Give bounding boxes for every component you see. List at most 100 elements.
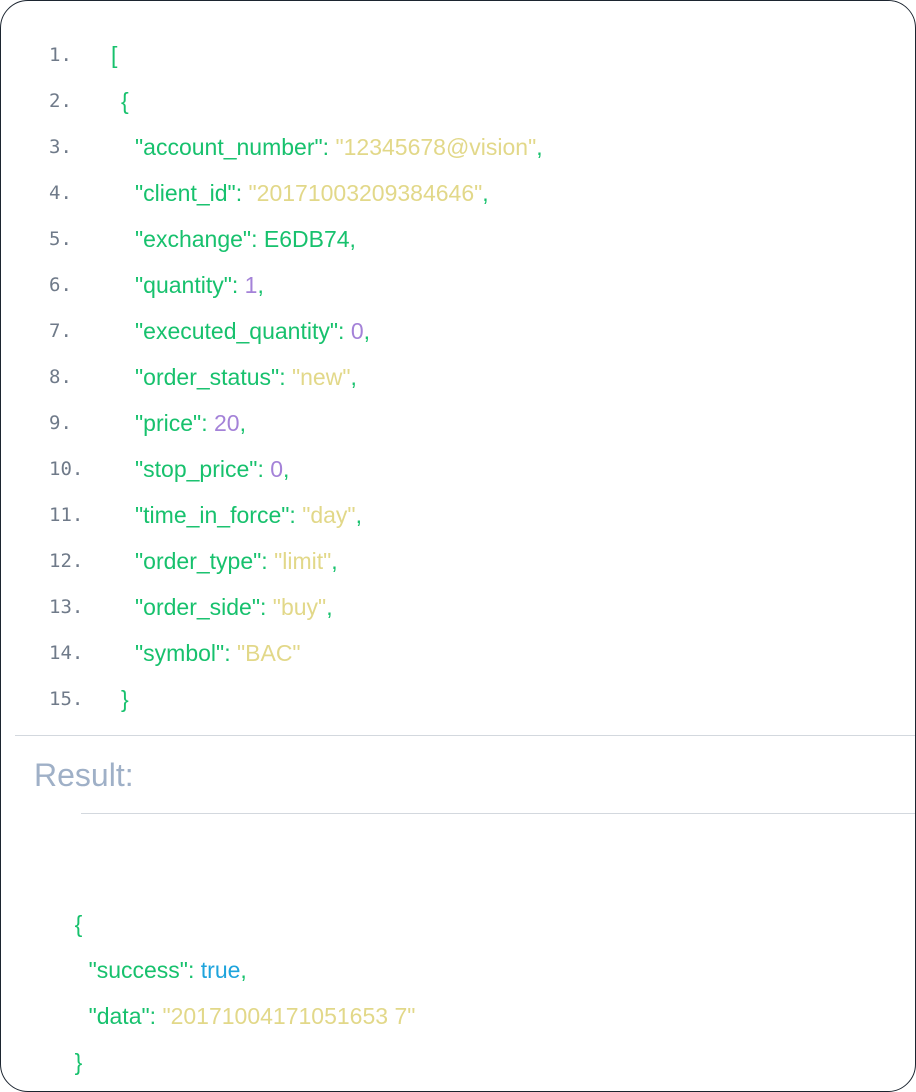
json-trail: ,	[257, 272, 264, 298]
json-sep: :	[261, 548, 275, 574]
json-pair: "client_id": "20171003209384646",	[135, 170, 489, 216]
json-value: "limit"	[274, 548, 332, 574]
json-sep: :	[201, 410, 214, 436]
json-pair: "symbol": "BAC"	[135, 630, 301, 676]
code-line: 4. "client_id": "20171003209384646",	[1, 170, 915, 216]
code-line: 1.[	[1, 32, 915, 78]
json-key: "success"	[88, 957, 188, 983]
json-trail: ,	[283, 456, 290, 482]
json-pair: "time_in_force": "day",	[135, 492, 362, 538]
json-sep: :	[187, 957, 201, 983]
json-sep: :	[279, 364, 292, 390]
line-number: 16.	[49, 722, 109, 735]
line-number: 10.	[49, 458, 84, 480]
result-line-open: {	[49, 855, 83, 937]
line-number: 12.	[49, 550, 84, 572]
json-pair: "stop_price": 0,	[135, 446, 289, 492]
line-number: 9.	[49, 412, 72, 434]
json-sep: :	[322, 134, 336, 160]
code-line: 11. "time_in_force": "day",	[1, 492, 915, 538]
json-key: "client_id"	[135, 180, 236, 206]
code-line: 2. {	[1, 78, 915, 124]
line-number: 11.	[49, 504, 84, 526]
line-number: 2.	[49, 90, 72, 112]
json-trail: ,	[331, 548, 338, 574]
json-key: "order_type"	[135, 548, 262, 574]
line-number: 8.	[49, 366, 72, 388]
json-sep: :	[289, 502, 303, 528]
line-number: 4.	[49, 182, 72, 204]
json-value: "BAC"	[236, 640, 301, 666]
json-sep: :	[251, 226, 264, 252]
json-key: "symbol"	[135, 640, 225, 666]
line-number: 13.	[49, 596, 84, 618]
json-sep: :	[231, 272, 245, 298]
json-key: "time_in_force"	[135, 502, 290, 528]
code-line: 10. "stop_price": 0,	[1, 446, 915, 492]
bracket: ]	[111, 722, 117, 735]
code-line: 9. "price": 20,	[1, 400, 915, 446]
line-number: 14.	[49, 642, 84, 664]
json-value: "20171004171051653 7"	[162, 1003, 416, 1029]
json-key: "account_number"	[135, 134, 323, 160]
json-trail: ,	[355, 502, 362, 528]
result-line-success: "success": true,	[63, 901, 247, 983]
json-key: "exchange"	[135, 226, 252, 252]
json-pair: "order_type": "limit",	[135, 538, 338, 584]
result-line-close: }	[49, 993, 83, 1075]
code-line: 16.]	[1, 722, 915, 735]
code-line: 6. "quantity": 1,	[1, 262, 915, 308]
bracket: {	[121, 88, 129, 114]
brace: }	[74, 1049, 83, 1075]
json-value: "20171003209384646"	[248, 180, 483, 206]
json-trail: ,	[349, 226, 356, 252]
json-pair: "exchange": E6DB74,	[135, 216, 356, 262]
json-value: true	[200, 957, 241, 983]
json-key: "order_status"	[135, 364, 280, 390]
json-key: "quantity"	[135, 272, 232, 298]
code-line: 13. "order_side": "buy",	[1, 584, 915, 630]
json-value: "12345678@vision"	[335, 134, 537, 160]
line-number: 6.	[49, 274, 72, 296]
json-trail: ,	[536, 134, 543, 160]
result-title: Result:	[34, 757, 134, 793]
json-trail: ,	[326, 594, 333, 620]
bracket: [	[111, 42, 118, 68]
line-number: 3.	[49, 136, 72, 158]
json-value: 20	[213, 410, 240, 436]
json-trail: ,	[482, 180, 489, 206]
json-sep: :	[224, 640, 237, 666]
json-trail: ,	[363, 318, 370, 344]
json-value: 0	[270, 456, 284, 482]
code-line: 12. "order_type": "limit",	[1, 538, 915, 584]
request-code-block: 1.[ 2. {3. "account_number": "12345678@visi…	[1, 1, 915, 735]
json-value: "new"	[291, 364, 351, 390]
json-sep: :	[149, 1003, 163, 1029]
json-value: E6DB74	[263, 226, 350, 252]
json-key: "price"	[135, 410, 202, 436]
line-number: 5.	[49, 228, 72, 250]
code-line: 8."order_status": "new",	[1, 354, 915, 400]
json-sep: :	[260, 594, 273, 620]
json-trail: ,	[240, 957, 247, 983]
brace: {	[74, 911, 83, 937]
bracket: }	[121, 686, 129, 712]
code-line: 15.}	[1, 676, 915, 722]
json-value: "buy"	[272, 594, 327, 620]
json-value: "day"	[302, 502, 356, 528]
code-line: 14. "symbol": "BAC"	[1, 630, 915, 676]
json-pair: "executed_quantity": 0,	[135, 308, 370, 354]
json-sep: :	[235, 180, 249, 206]
json-pair: "quantity": 1,	[135, 262, 264, 308]
divider	[15, 735, 915, 736]
json-key: "order_side"	[135, 594, 261, 620]
json-trail: ,	[239, 410, 246, 436]
json-pair: "account_number": "12345678@vision",	[135, 124, 543, 170]
json-key: "data"	[88, 1003, 150, 1029]
code-line: 7."executed_quantity": 0,	[1, 308, 915, 354]
json-pair: "order_side": "buy",	[135, 584, 333, 630]
code-line: 3. "account_number": "12345678@vision",	[1, 124, 915, 170]
json-pair: "price": 20,	[135, 400, 246, 446]
code-line: 5. "exchange": E6DB74,	[1, 216, 915, 262]
